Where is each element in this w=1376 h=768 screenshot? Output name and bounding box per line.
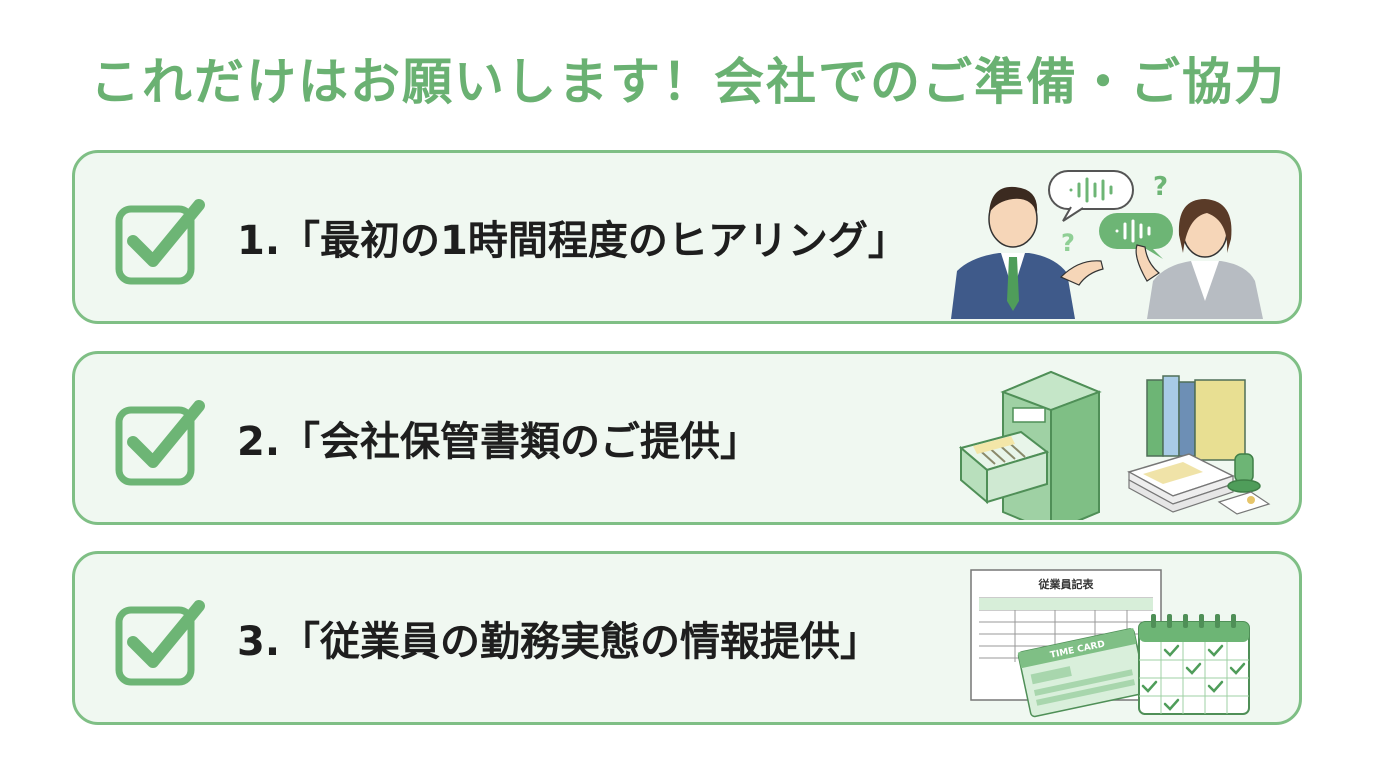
checkbox-checked-icon	[115, 400, 205, 486]
page-title: これだけはお願いします！会社でのご準備・ご協力	[90, 53, 1286, 111]
conversation-illustration: ? ?	[951, 161, 1281, 319]
item-label: 2.「会社保管書類のご提供」	[237, 419, 761, 465]
timesheet-calendar-illustration: 従業員記表 TIME CARD	[951, 562, 1281, 720]
item-card-hearing: 1.「最初の1時間程度のヒアリング」 ? ?	[72, 150, 1302, 324]
sheet-title: 従業員記表	[1038, 577, 1095, 591]
checkbox-checked-icon	[115, 199, 205, 285]
item-label: 1.「最初の1時間程度のヒアリング」	[237, 218, 908, 264]
svg-text:?: ?	[1061, 229, 1075, 257]
item-card-work-info: 3.「従業員の勤務実態の情報提供」 従業員記表 TIME CARD	[72, 551, 1302, 725]
item-card-documents: 2.「会社保管書類のご提供」	[72, 351, 1302, 525]
svg-text:?: ?	[1153, 172, 1168, 202]
checkbox-checked-icon	[115, 600, 205, 686]
documents-cabinet-illustration	[951, 362, 1281, 522]
item-label: 3.「従業員の勤務実態の情報提供」	[237, 619, 881, 665]
